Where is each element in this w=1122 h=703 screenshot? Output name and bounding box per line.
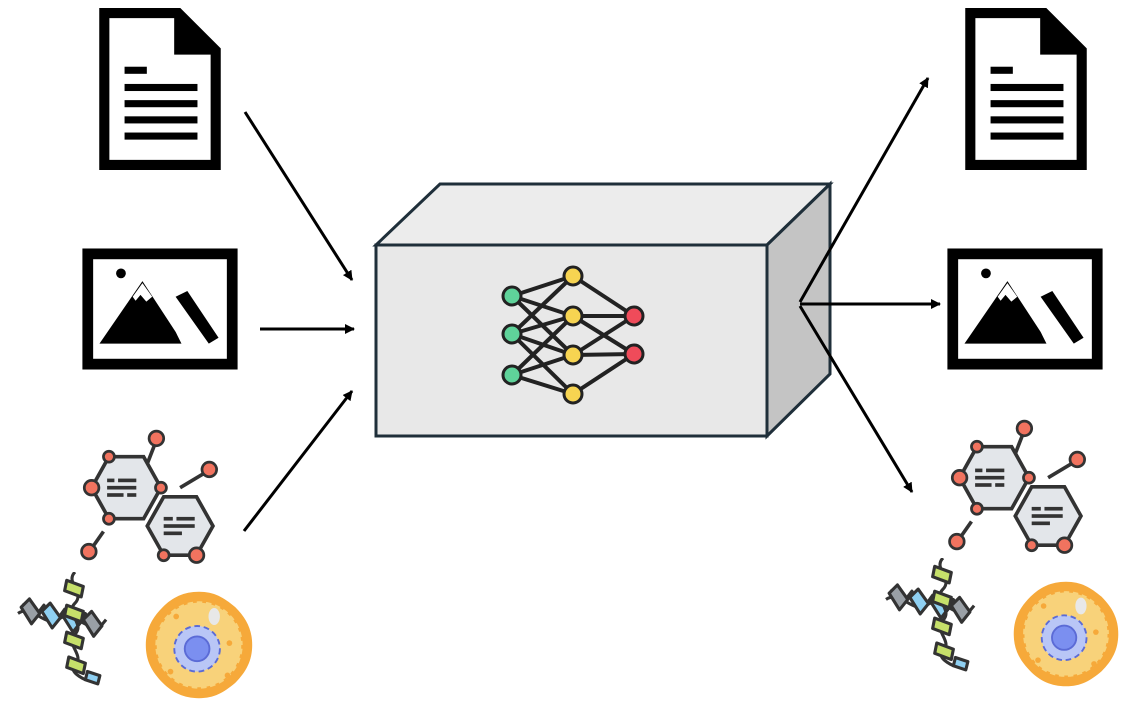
outputs-column xyxy=(884,13,1120,688)
image-icon xyxy=(953,254,1097,364)
image-icon xyxy=(88,254,232,364)
arrow-model-to-bio xyxy=(798,305,914,493)
neural-network-icon xyxy=(501,265,645,405)
output-arrows xyxy=(798,77,941,493)
molecule-icon xyxy=(79,429,219,565)
inputs-column xyxy=(16,13,254,700)
model-box-icon xyxy=(372,180,834,440)
dna-icon xyxy=(884,558,976,672)
input-arrows xyxy=(242,111,355,532)
dna-icon xyxy=(16,572,108,686)
arrow-document-to-model xyxy=(243,111,354,281)
document-icon xyxy=(104,13,215,165)
cell-icon xyxy=(144,590,254,700)
document-icon xyxy=(970,13,1081,165)
arrow-bio-to-model xyxy=(242,390,354,532)
molecule-icon xyxy=(947,419,1087,555)
arrow-model-to-document xyxy=(798,77,930,303)
cell-icon xyxy=(1012,580,1120,688)
model-box-top xyxy=(372,182,834,247)
